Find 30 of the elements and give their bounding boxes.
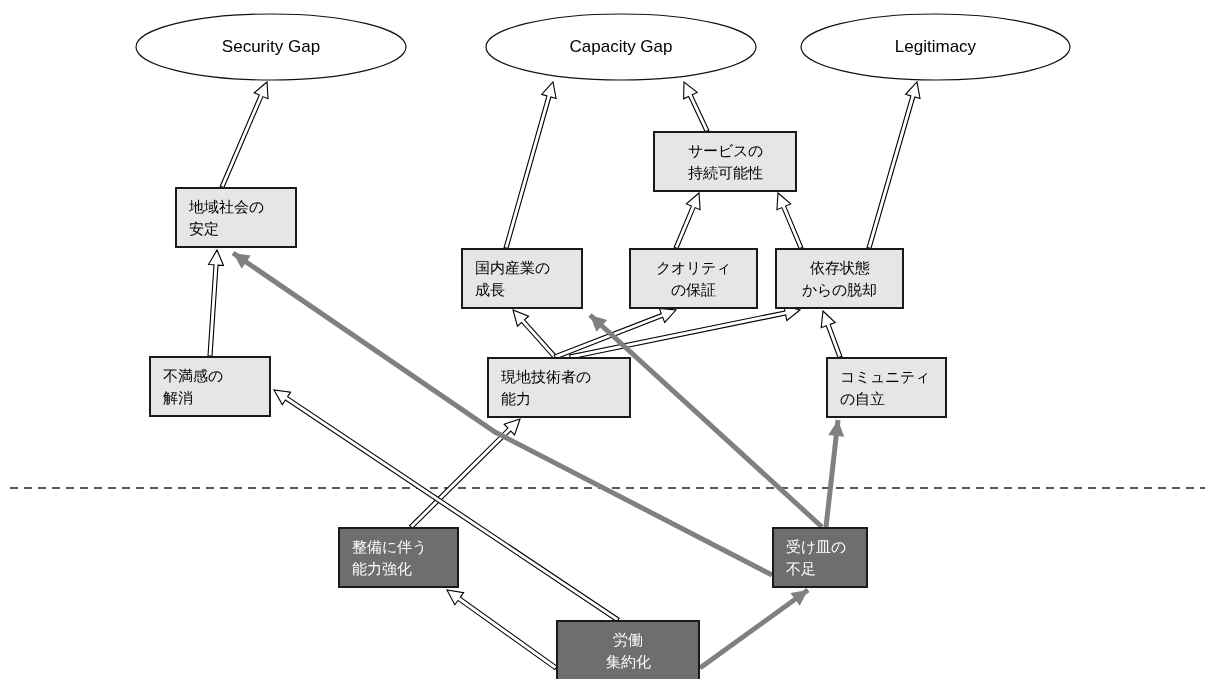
effect-box: クオリティの保証 bbox=[629, 248, 758, 309]
effect-box: 不満感の解消 bbox=[149, 356, 271, 417]
arrow bbox=[207, 248, 225, 357]
arrow bbox=[503, 80, 557, 250]
arrow bbox=[673, 191, 701, 250]
arrow bbox=[219, 80, 269, 189]
goal-ellipse: Legitimacy bbox=[800, 13, 1071, 81]
arrow bbox=[512, 309, 558, 360]
arrow bbox=[683, 80, 710, 133]
effect-box: コミュニティの自立 bbox=[826, 357, 947, 418]
arrow bbox=[588, 313, 824, 529]
arrow bbox=[823, 419, 845, 528]
arrow bbox=[272, 389, 620, 623]
effect-box: 国内産業の成長 bbox=[461, 248, 583, 309]
cause-box: 整備に伴う能力強化 bbox=[338, 527, 459, 588]
goal-ellipse: Capacity Gap bbox=[485, 13, 757, 81]
arrow bbox=[446, 589, 558, 671]
arrow bbox=[408, 418, 521, 530]
cause-box: 労働集約化 bbox=[556, 620, 700, 679]
effect-box: 依存状態からの脱却 bbox=[775, 248, 904, 309]
effect-box: サービスの持続可能性 bbox=[653, 131, 797, 192]
arrow bbox=[820, 309, 843, 359]
arrow bbox=[776, 191, 804, 250]
effect-box: 地域社会の安定 bbox=[175, 187, 297, 248]
goal-ellipse: Security Gap bbox=[135, 13, 407, 81]
effect-box: 現地技術者の能力 bbox=[487, 357, 631, 418]
arrow bbox=[866, 80, 921, 250]
cause-box: 受け皿の不足 bbox=[772, 527, 868, 588]
arrow bbox=[231, 250, 774, 578]
arrow bbox=[553, 307, 678, 360]
